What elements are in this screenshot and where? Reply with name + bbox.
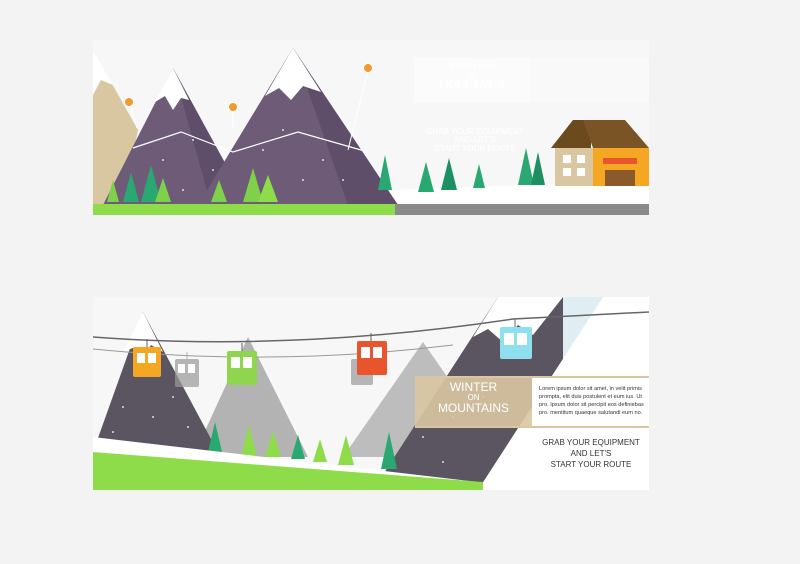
bottom-title-line1: WINTER <box>449 380 498 394</box>
tree-icon <box>123 172 139 202</box>
bottom-title: WINTER ON MOUNTAINS <box>415 381 532 415</box>
dark-mountain-left-snowcap <box>123 312 163 359</box>
tree-icon <box>473 164 485 188</box>
location-pin-icon <box>228 102 238 112</box>
top-title-line3: MOUNTAINS <box>439 78 505 91</box>
bottom-body-line3: pro. Ipsum dolor sit percipit eos defini… <box>539 402 644 409</box>
bottom-banner: WINTER ON MOUNTAINS Lorem ipsum dolor si… <box>93 297 649 490</box>
tree-icon <box>155 178 171 202</box>
bottom-title-line3: MOUNTAINS <box>437 400 510 415</box>
grey-ground-bar <box>395 204 649 215</box>
tree-icon <box>258 175 278 202</box>
route-marker-line <box>347 69 369 151</box>
location-pin-icon <box>363 63 373 73</box>
top-title-line2: ON <box>466 70 478 80</box>
top-cta: GRAB YOUR EQUIPMENT AND LET'S START YOUR… <box>415 127 535 153</box>
gondola-icon <box>175 352 199 387</box>
text-panel <box>532 377 649 427</box>
bottom-banner-illustration <box>93 297 649 490</box>
beige-mountain-snowcap <box>93 50 113 95</box>
bottom-cta: GRAB YOUR EQUIPMENT AND LET'S START YOUR… <box>533 437 649 471</box>
bottom-body-line2: prompta, elit duis postulent et eum ius.… <box>539 394 642 401</box>
top-cta-line1: GRAB YOUR EQUIPMENT <box>426 127 524 136</box>
tree-icon <box>208 422 222 452</box>
top-cta-line2: AND LET'S <box>454 135 496 145</box>
location-pin-icon <box>124 97 134 107</box>
route-line <box>132 131 369 153</box>
bottom-cta-line3: START YOUR ROUTE <box>550 460 632 470</box>
top-title: WINTER ON MOUNTAINS <box>415 59 529 91</box>
green-ground <box>93 452 483 490</box>
bottom-cta-line2: AND LET'S <box>570 449 612 459</box>
bottom-cta-line1: GRAB YOUR EQUIPMENT <box>542 438 640 447</box>
text-panel <box>528 57 649 103</box>
tree-icon <box>338 435 354 465</box>
top-cta-line3: START YOUR ROUTE <box>434 143 516 153</box>
tree-icon <box>313 439 327 462</box>
tree-icon <box>241 425 257 457</box>
dark-mountain-right-snowcap <box>473 297 563 342</box>
gondola-icon <box>357 333 387 375</box>
tree-icon <box>518 148 534 185</box>
cable-line <box>93 311 649 343</box>
tree-icon <box>243 168 263 202</box>
tree-icon <box>107 180 119 202</box>
tree-icon <box>381 432 397 469</box>
gondola-icon <box>500 319 532 359</box>
tree-icon <box>141 165 161 202</box>
bottom-body-text: Lorem ipsum dolor sit amet, in velit pri… <box>539 385 647 417</box>
house-icon <box>551 120 649 186</box>
snowflakes <box>162 129 344 191</box>
bottom-body-line4: pro. mentitum quaeque salutandi eum no. <box>539 410 643 417</box>
green-ground-bar <box>93 204 395 215</box>
top-banner-illustration <box>93 48 649 215</box>
gondola-icon <box>227 343 257 385</box>
purple-mountain-left-snowcap <box>155 68 189 110</box>
tree-icon <box>211 180 227 202</box>
gondola-icon <box>133 339 161 377</box>
title-panel <box>414 57 530 103</box>
bottom-title-line2: ON <box>467 392 480 402</box>
purple-mountain-right-shade <box>293 48 398 205</box>
purple-mountain-right-snowcap <box>265 48 321 100</box>
top-title-line1: WINTER <box>450 59 494 71</box>
tree-icon <box>531 152 545 185</box>
tree-icon <box>291 435 305 459</box>
dark-mountain-left <box>93 312 218 452</box>
grey-mountain <box>193 337 308 457</box>
title-panel <box>415 377 532 427</box>
tree-icon <box>378 155 392 190</box>
tree-icon <box>265 431 281 457</box>
top-banner: WINTER ON MOUNTAINS GRAB YOUR EQUIPMENT … <box>93 40 649 215</box>
bottom-body-line1: Lorem ipsum dolor sit amet, in velit pri… <box>539 386 642 392</box>
tree-icon <box>441 158 457 190</box>
tree-icon <box>418 162 434 192</box>
